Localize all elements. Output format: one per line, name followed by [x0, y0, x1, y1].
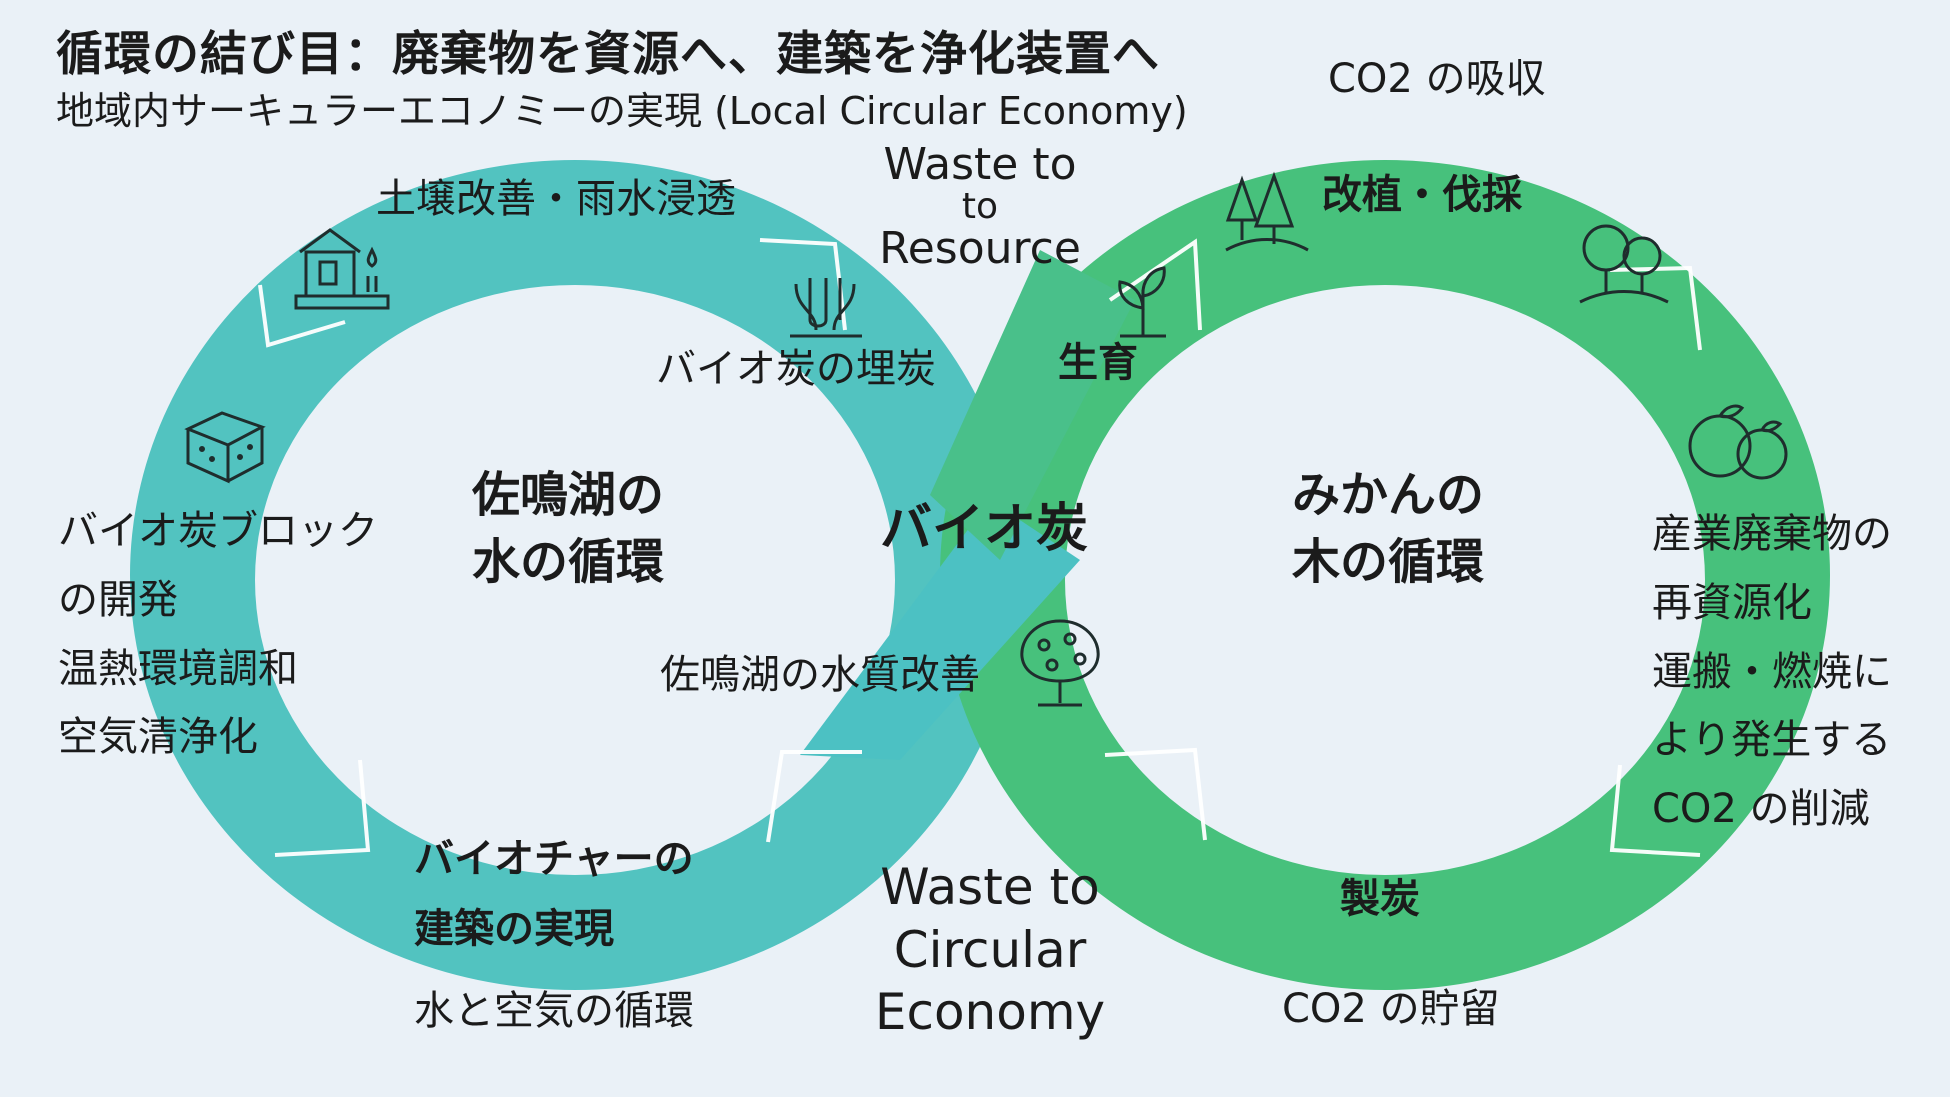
stage-biochar-burial-label: バイオ炭の埋炭 — [656, 346, 936, 392]
phrase-line: Circular — [893, 920, 1087, 979]
stage-architecture-label: バイオチャーの 建築の実現 — [414, 824, 694, 964]
note-line: 温熱環境調和 — [58, 645, 298, 692]
note-line: の開発 — [58, 576, 178, 623]
waste-to-resource-phrase: Waste to to Resource — [860, 139, 1100, 274]
label-line: 木の循環 — [1292, 534, 1485, 591]
phrase-line: to — [961, 186, 999, 228]
stage-water-quality-label: 佐鳴湖の水質改善 — [660, 652, 980, 698]
note-line: 空気清浄化 — [58, 714, 258, 761]
mandarin-orange-icon — [1686, 396, 1790, 482]
arrow-chevron — [1104, 747, 1207, 841]
note-line: より発生する — [1652, 717, 1892, 764]
phrase-line: Resource — [879, 222, 1081, 274]
left-loop-ring — [130, 160, 1020, 990]
label-line: 佐鳴湖の — [472, 467, 665, 523]
note-line: 産業廃棄物の — [1652, 511, 1892, 557]
phrase-line: Economy — [874, 983, 1106, 1041]
stage-carbonize-label: 製炭 — [1340, 876, 1420, 922]
forest-icon — [1222, 170, 1312, 256]
arrow-chevron — [258, 284, 346, 348]
arrow-chevron — [1609, 764, 1701, 857]
crossing-band-green — [930, 250, 1135, 560]
note-line: 運搬・燃焼に — [1652, 648, 1892, 695]
phrase-line: Waste to — [880, 858, 1100, 916]
brick-block-icon — [182, 405, 268, 485]
label-line: みかんの — [1292, 467, 1485, 523]
label-line: バイオチャーの — [414, 836, 694, 882]
left-loop-center-label: 佐鳴湖の 水の循環 — [472, 462, 664, 596]
stage-soil-label: 土壌改善・雨水浸透 — [376, 176, 736, 222]
trees-icon — [1576, 218, 1672, 308]
biochar-core-label: バイオ炭 — [880, 499, 1089, 559]
label-line: 水の循環 — [472, 534, 665, 591]
note-line: 再資源化 — [1652, 579, 1812, 626]
right-loop-ring — [940, 160, 1830, 990]
page-title: 循環の結び目：廃棄物を資源へ、建築を浄化装置へ — [56, 27, 1160, 82]
biochar-block-notes: バイオ炭ブロック の開発 温熱環境調和 空気清浄化 — [58, 497, 378, 772]
stage-growth-label: 生育 — [1058, 340, 1138, 386]
arrow-chevron — [274, 759, 371, 857]
arrow-chevron — [1609, 265, 1702, 351]
fruit-tree-icon — [1014, 615, 1106, 711]
arrow-chevron — [766, 750, 862, 843]
stage-harvest-label: 改植・伐採 — [1322, 172, 1522, 218]
right-loop-center-label: みかんの 木の循環 — [1292, 462, 1484, 596]
label-line: 建築の実現 — [414, 906, 614, 952]
water-air-cycle-label: 水と空気の循環 — [414, 988, 694, 1034]
note-line: バイオ炭ブロック — [58, 508, 378, 554]
arrow-chevron — [759, 238, 847, 331]
phrase-line: Waste to — [883, 139, 1077, 190]
sprout-icon — [1108, 260, 1178, 340]
arrow-chevron — [1108, 238, 1202, 331]
page-subtitle: 地域内サーキュラーエコノミーの実現 (Local Circular Econom… — [56, 89, 1188, 133]
note-line: CO2 の削減 — [1652, 786, 1870, 833]
industrial-waste-notes: 産業廃棄物の 再資源化 運搬・燃焼に より発生する CO2 の削減 — [1652, 500, 1892, 844]
roots-icon — [786, 270, 866, 340]
co2-storage-label: CO2 の貯留 — [1282, 986, 1500, 1032]
waste-to-circular-economy-phrase: Waste to Circular Economy — [850, 856, 1130, 1044]
co2-absorb-label: CO2 の吸収 — [1328, 56, 1546, 102]
house-rain-icon — [292, 222, 392, 312]
crossing-band-teal-lower — [800, 500, 1080, 760]
